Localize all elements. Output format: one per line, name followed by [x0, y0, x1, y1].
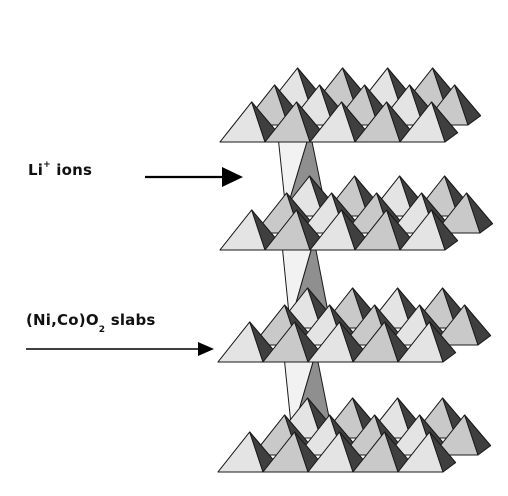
octahedron-right-face	[466, 192, 494, 234]
li-ions-label: Li+ ions	[28, 160, 93, 179]
octahedral-slab	[217, 397, 492, 473]
slabs-label: (Ni,Co)O2 slabs	[26, 311, 156, 335]
octahedron-right-face	[464, 304, 492, 346]
octahedron-right-face	[431, 101, 459, 143]
interlayer-pillars	[277, 131, 333, 435]
octahedron-right-face	[454, 84, 482, 126]
octahedral-slab	[219, 175, 494, 251]
slabs-prefix-text: (Ni,Co)O	[26, 311, 99, 329]
li-ions-arrow-head	[222, 167, 243, 187]
li-word-text: ions	[56, 161, 93, 179]
octahedral-slab	[219, 67, 482, 143]
slabs-subscript-text: 2	[98, 325, 106, 335]
octahedron-right-face	[464, 414, 492, 456]
octahedron-right-face	[431, 209, 459, 251]
octahedron-right-face	[429, 321, 457, 363]
slabs-suffix-text: slabs	[110, 311, 156, 329]
li-element-text: Li	[28, 161, 44, 179]
octahedron-right-face	[429, 431, 457, 473]
octahedral-slab	[217, 287, 492, 363]
octahedral-slabs	[217, 67, 494, 473]
slabs-arrow-head	[198, 342, 214, 356]
li-charge-text: +	[43, 160, 51, 170]
label-arrows	[26, 167, 243, 356]
